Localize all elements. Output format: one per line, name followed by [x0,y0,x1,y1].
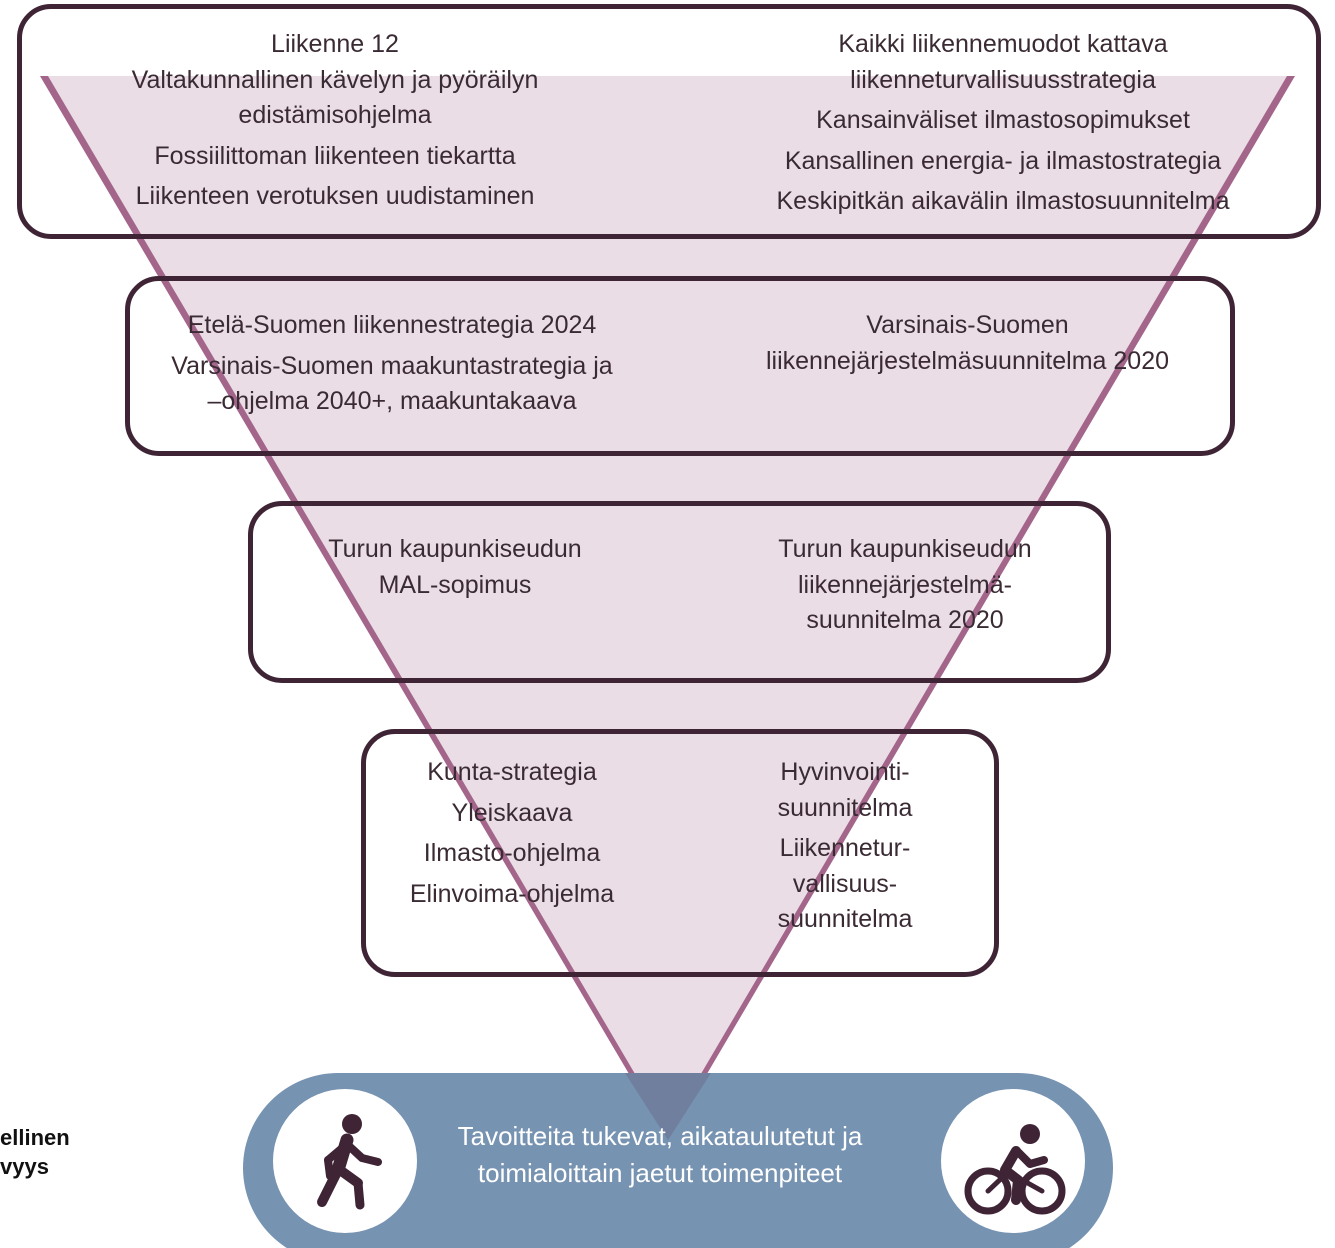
outcome-line: Tavoitteita tukevat, aikataulutetut ja [457,1121,863,1151]
municipal-right-item: suunnitelma [777,905,913,933]
national-right-item: Kansainväliset ilmastosopimukset [816,106,1190,134]
national-left-item: edistämisohjelma [238,101,432,129]
regional-left-item: Varsinais-Suomen maakuntastrategia ja [171,351,613,380]
municipal-right-item: vallisuus- [792,869,898,898]
outcome-text: Tavoitteita tukevat, aikataulutetut ja t… [400,1118,920,1192]
city-region-right-item: liikennejärjestelmä- [798,570,1012,599]
side-label-line: vyys [0,1153,49,1179]
regional-left-item: Etelä-Suomen liikennestrategia 2024 [187,311,597,339]
level-municipal-left: Kunta-strategia Yleiskaava Ilmasto-ohjel… [382,755,642,912]
municipal-right-item: suunnitelma [777,793,913,822]
side-label-line: ellinen [0,1125,70,1150]
national-left-item: Fossiilittoman liikenteen tiekartta [154,141,516,170]
municipal-right-item: Liikennetur- [779,834,911,862]
municipal-left-item: Elinvoima-ohjelma [409,879,615,908]
funnel-tip [625,1073,711,1140]
regional-left-item: –ohjelma 2040+, maakuntakaava [207,387,577,415]
municipal-left-item: Yleiskaava [451,798,573,827]
municipal-right-item: Hyvinvointi- [780,758,910,786]
regional-right-item: Varsinais-Suomen [866,311,1069,339]
regional-right-item: liikennejärjestelmäsuunnitelma 2020 [765,346,1169,375]
level-national-left: Liikenne 12 Valtakunnallinen kävelyn ja … [85,27,585,215]
national-right-item: liikenneturvallisuusstrategia [850,65,1156,94]
outcome-line: toimialoittain jaetut toimenpiteet [477,1157,843,1188]
level-regional-left: Etelä-Suomen liikennestrategia 2024 Vars… [137,308,647,420]
level-regional-right: Varsinais-Suomen liikennejärjestelmäsuun… [735,308,1200,379]
level-national-box [17,4,1321,239]
city-region-right-item: Turun kaupunkiseudun [778,535,1032,563]
outcome-pill [243,1073,1113,1248]
level-municipal-right: Hyvinvointi- suunnitelma Liikennetur- va… [745,755,945,938]
funnel-light [48,76,1287,1130]
national-right-item: Kaikki liikennemuodot kattava [838,30,1168,58]
national-left-item: Liikenteen verotuksen uudistaminen [135,182,535,210]
walking-person-icon [317,1114,382,1210]
national-right-item: Kansallinen energia- ja ilmastostrategia [784,146,1222,175]
level-city-region-right: Turun kaupunkiseudun liikennejärjestelmä… [745,532,1065,639]
level-city-region-box [248,501,1111,683]
level-regional-box [125,276,1235,456]
national-left-item: Liikenne 12 [271,30,399,58]
city-region-left-item: Turun kaupunkiseudun [328,535,582,563]
national-left-item: Valtakunnallinen kävelyn ja pyöräilyn [131,65,539,94]
municipal-left-item: Ilmasto-ohjelma [423,839,601,867]
city-region-left-item: MAL-sopimus [378,570,532,599]
side-label: ellinen vyys [0,1124,70,1181]
level-municipal-box [361,729,999,977]
cyclist-icon [964,1124,1066,1215]
level-national-right: Kaikki liikennemuodot kattava liikennetu… [738,27,1268,220]
level-city-region-left: Turun kaupunkiseudun MAL-sopimus [295,532,615,603]
city-region-right-item: suunnitelma 2020 [806,606,1004,634]
national-right-item: Keskipitkän aikavälin ilmastosuunnitelma [776,187,1230,215]
municipal-left-item: Kunta-strategia [427,758,597,786]
